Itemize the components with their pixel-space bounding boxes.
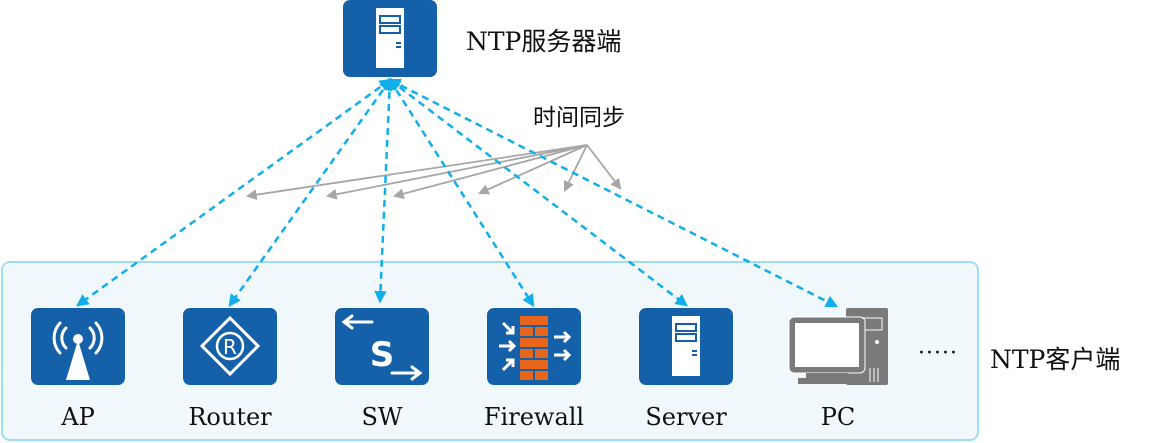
client-server[interactable]	[639, 308, 733, 385]
server-icon	[376, 8, 404, 68]
svg-text:R: R	[223, 335, 237, 359]
sync-line-router	[228, 79, 392, 308]
sync-line-ap	[75, 78, 391, 307]
sync-pointer-5	[563, 144, 588, 192]
sync-line-origin-arrow-pc	[387, 78, 402, 91]
sync-pointer-4	[478, 144, 588, 195]
client-group-label: NTP客户端	[990, 345, 1120, 374]
client-firewall[interactable]	[487, 308, 581, 385]
svg-text:S: S	[370, 335, 395, 375]
firewall-icon	[499, 316, 572, 380]
sync-label: 时间同步	[533, 105, 625, 131]
client-label-firewall: Firewall	[484, 403, 584, 431]
sync-line-server	[389, 79, 688, 307]
router-icon: R	[199, 315, 261, 377]
client-pc[interactable]	[788, 308, 888, 385]
pc-icon	[788, 308, 888, 385]
client-label-server: Server	[645, 403, 727, 431]
client-label-pc: PC	[821, 403, 856, 431]
ntp-server-node[interactable]	[343, 0, 437, 77]
client-label-router: Router	[188, 403, 272, 431]
sync-pointer-3	[392, 144, 588, 200]
client-sw[interactable]: S	[335, 308, 429, 385]
server-icon	[672, 316, 700, 376]
client-router[interactable]: R	[183, 308, 277, 385]
server-label: NTP服务器端	[466, 27, 621, 56]
sync-pointer-2	[325, 144, 588, 200]
client-label-ap: AP	[60, 403, 94, 431]
sync-line-firewall	[388, 79, 535, 308]
sync-line-sw	[374, 79, 392, 304]
sync-arrows	[245, 144, 622, 201]
sync-lines	[75, 77, 839, 308]
wireless-ap-icon	[52, 321, 104, 380]
client-ap[interactable]	[31, 308, 125, 385]
sync-pointer-1	[245, 144, 588, 201]
switch-icon: S	[341, 314, 423, 381]
sync-pointer-6	[586, 144, 622, 190]
client-label-sw: SW	[361, 403, 402, 431]
more-clients-ellipsis: ·····	[918, 341, 958, 366]
